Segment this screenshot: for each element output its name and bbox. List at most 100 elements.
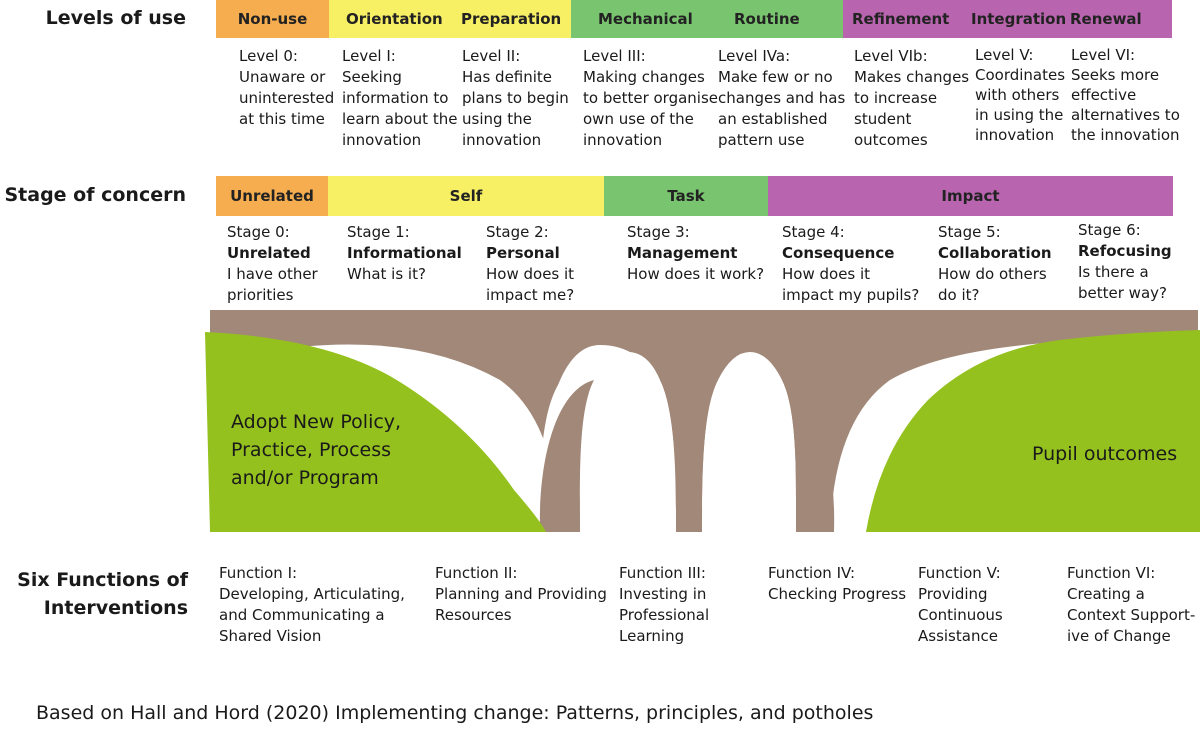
level-6b-description: Level VIb: Makes changes to increase stu… (854, 46, 969, 151)
function-desc-line: Checking Progress (768, 585, 907, 603)
level-desc-line: with others (975, 86, 1060, 104)
stage-band-impact: Impact (768, 176, 1173, 216)
levels-band-yellow: Orientation Preparation (329, 0, 571, 38)
stage-desc-line: How do others (938, 265, 1047, 283)
stage-of-concern-title: Stage of concern (4, 184, 186, 206)
stage-name: Personal (486, 244, 560, 262)
left-bank (205, 332, 546, 532)
left-bank-line: Practice, Process (231, 439, 392, 461)
stage-desc-line: impact me? (486, 286, 575, 304)
function-1-description: Function I: Developing, Articulating, an… (219, 563, 405, 647)
level-2-description: Level II: Has definite plans to begin us… (462, 46, 569, 151)
stage-desc-line: How does it (782, 265, 871, 283)
function-desc-line: Resources (435, 606, 512, 624)
stage-title: Stage 4: (782, 223, 845, 241)
function-desc-line: and Communicating a (219, 606, 385, 624)
stage-desc-line: priorities (227, 286, 294, 304)
function-5-description: Function V: Providing Continuous Assista… (918, 563, 1003, 647)
band-label-mechanical: Mechanical (598, 10, 693, 28)
level-desc-line: pattern use (718, 131, 805, 149)
level-desc-line: uninterested (239, 89, 335, 107)
level-title: Level 0: (239, 47, 298, 65)
function-desc-line: ive of Change (1067, 627, 1171, 645)
level-desc-line: Make few or no (718, 68, 833, 86)
level-desc-line: Has definite (462, 68, 553, 86)
level-desc-line: outcomes (854, 131, 928, 149)
function-4-description: Function IV: Checking Progress (768, 563, 906, 605)
level-desc-line: plans to begin (462, 89, 569, 107)
stage-desc-line: I have other (227, 265, 318, 283)
level-4a-description: Level IVa: Make few or no changes and ha… (718, 46, 845, 151)
level-desc-line: learn about the (342, 110, 458, 128)
level-desc-line: Unaware or (239, 68, 326, 86)
bridge-arch-center-left (579, 352, 676, 532)
stage-1-description: Stage 1: Informational What is it? (347, 222, 462, 285)
level-desc-line: changes and has (718, 89, 846, 107)
level-desc-line: using the (462, 110, 532, 128)
level-desc-line: information to (342, 89, 449, 107)
stage-title: Stage 0: (227, 223, 290, 241)
band-label-non-use: Non-use (237, 10, 308, 28)
band-label-routine: Routine (734, 10, 800, 28)
band-label-preparation: Preparation (461, 10, 562, 28)
function-title: Function II: (435, 564, 518, 582)
stage-desc-line: How does it work? (627, 265, 765, 283)
level-6-description: Level VI: Seeks more effective alternati… (1071, 45, 1180, 145)
function-desc-line: Context Support- (1067, 606, 1196, 624)
function-desc-line: Assistance (918, 627, 998, 645)
stage-band-task: Task (604, 176, 768, 216)
level-desc-line: Making changes (583, 68, 705, 86)
stage-band-unrelated: Unrelated (216, 176, 328, 216)
level-title: Level III: (583, 47, 646, 65)
stage-desc-line: better way? (1078, 284, 1167, 302)
level-desc-line: own use of the (583, 110, 694, 128)
level-desc-line: Seeks more (1071, 66, 1160, 84)
bridge-illustration (205, 310, 1200, 532)
stage-name: Management (627, 244, 738, 262)
stage-desc-line: impact my pupils? (782, 286, 920, 304)
bridge-arch-center-right (702, 352, 797, 532)
function-title: Function I: (219, 564, 298, 582)
band-label-orientation: Orientation (346, 10, 443, 28)
band-label-renewal: Renewal (1070, 10, 1142, 28)
function-desc-line: Professional (619, 606, 710, 624)
level-desc-line: innovation (975, 126, 1055, 144)
level-desc-line: Seeking (342, 68, 402, 86)
stage-title: Stage 1: (347, 223, 410, 241)
stage-name: Unrelated (227, 244, 311, 262)
left-bank-line: and/or Program (231, 467, 379, 489)
stage-band-self: Self (328, 176, 604, 216)
stage-desc-line: What is it? (347, 265, 426, 283)
level-3-description: Level III: Making changes to better orga… (583, 46, 718, 151)
level-title: Level I: (342, 47, 396, 65)
six-functions-title-line1: Six Functions of (17, 569, 188, 591)
level-title: Level V: (975, 46, 1034, 64)
stage-4-description: Stage 4: Consequence How does it impact … (782, 222, 919, 306)
stage-name: Consequence (782, 244, 895, 262)
level-1-description: Level I: Seeking information to learn ab… (342, 46, 457, 151)
stage-2-description: Stage 2: Personal How does it impact me? (486, 222, 574, 306)
bridge-pier-right (782, 380, 835, 532)
level-desc-line: in using the (975, 106, 1064, 124)
levels-band-green: Mechanical Routine (571, 0, 843, 38)
six-functions-title-line2: Interventions (43, 597, 188, 619)
function-desc-line: Providing (918, 585, 988, 603)
function-title: Function III: (619, 564, 706, 582)
band-label-integration: Integration (971, 10, 1067, 28)
level-desc-line: innovation (462, 131, 542, 149)
right-bank (866, 330, 1200, 532)
level-5-description: Level V: Coordinates with others in usin… (975, 45, 1065, 145)
function-desc-line: Shared Vision (219, 627, 322, 645)
stage-desc-line: How does it (486, 265, 575, 283)
level-title: Level VIb: (854, 47, 928, 65)
band-label-refinement: Refinement (852, 10, 950, 28)
level-desc-line: to better organise (583, 89, 719, 107)
level-desc-line: at this time (239, 110, 325, 128)
function-title: Function IV: (768, 564, 856, 582)
level-desc-line: the innovation (1071, 126, 1180, 144)
level-desc-line: alternatives to (1071, 106, 1180, 124)
stage-name: Refocusing (1078, 242, 1172, 260)
source-citation: Based on Hall and Hord (2020) Implementi… (36, 702, 874, 724)
six-functions-title: Six Functions of Interventions (0, 566, 188, 622)
function-6-description: Function VI: Creating a Context Support-… (1067, 563, 1195, 647)
